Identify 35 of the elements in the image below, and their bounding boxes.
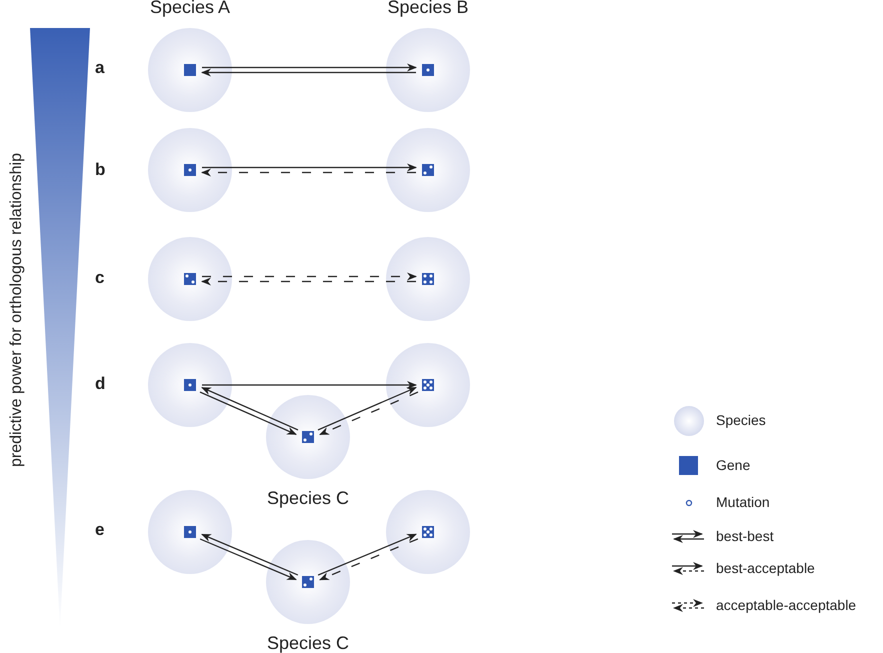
legend-label: Species: [716, 412, 766, 428]
legend-label: acceptable-acceptable: [716, 597, 856, 613]
arrow: [202, 381, 417, 389]
gene-square: [184, 526, 196, 538]
arrow: [202, 272, 417, 280]
legend-label: best-best: [716, 528, 774, 544]
species-label: Species C: [266, 632, 350, 653]
arrow: [201, 68, 416, 76]
gene-square: [422, 164, 434, 176]
row-letter: c: [95, 268, 104, 288]
arrow: [202, 64, 417, 72]
species-label: Species B: [387, 0, 469, 18]
gene-square: [422, 526, 434, 538]
row-letter: d: [95, 374, 106, 394]
arrow: [201, 278, 416, 286]
gene-square: [422, 64, 434, 76]
row-letter: b: [95, 160, 106, 180]
axis-label: predictive power for orthologous relationship: [8, 153, 26, 467]
gene-square: [184, 379, 196, 391]
gene-square: [422, 379, 434, 391]
gene-square: [184, 164, 196, 176]
gene-square: [302, 576, 314, 588]
gene-square: [184, 64, 196, 76]
legend-label: Mutation: [716, 494, 770, 510]
legend-label: Gene: [716, 457, 750, 473]
species-label: Species A: [150, 0, 230, 18]
gene-square: [184, 273, 196, 285]
gene-square: [422, 273, 434, 285]
legend-label: best-acceptable: [716, 560, 815, 576]
species-label: Species C: [266, 487, 350, 509]
gene-square: [302, 431, 314, 443]
arrow: [202, 164, 417, 172]
row-letter: a: [95, 58, 104, 78]
arrow: [201, 168, 416, 176]
row-letter: e: [95, 520, 104, 540]
